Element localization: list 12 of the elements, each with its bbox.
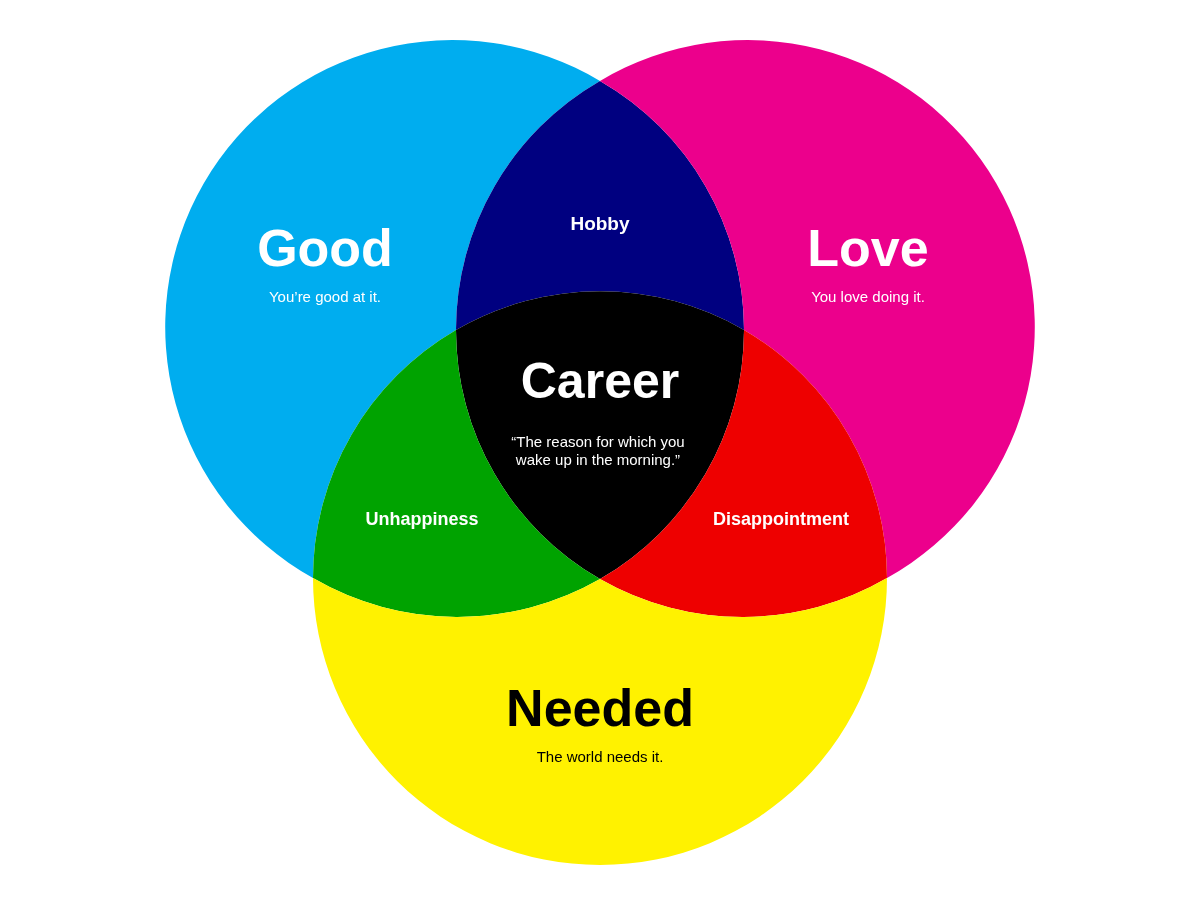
- circle-description: You’re good at it.: [268, 288, 382, 306]
- circle-description: You love doing it.: [810, 288, 926, 306]
- circle-title: Love: [806, 217, 930, 279]
- circle-title: Needed: [505, 677, 695, 739]
- center-quote: “The reason for which you wake up in the morning.”: [510, 433, 686, 469]
- center-title: Career: [519, 352, 681, 411]
- region-label: Unhappiness: [364, 509, 480, 531]
- overlap-region: [455, 81, 745, 330]
- region-label: Disappointment: [712, 509, 850, 531]
- circle-title: Good: [256, 217, 394, 279]
- region-label: Hobby: [569, 212, 631, 236]
- circle-description: The world needs it.: [535, 748, 665, 766]
